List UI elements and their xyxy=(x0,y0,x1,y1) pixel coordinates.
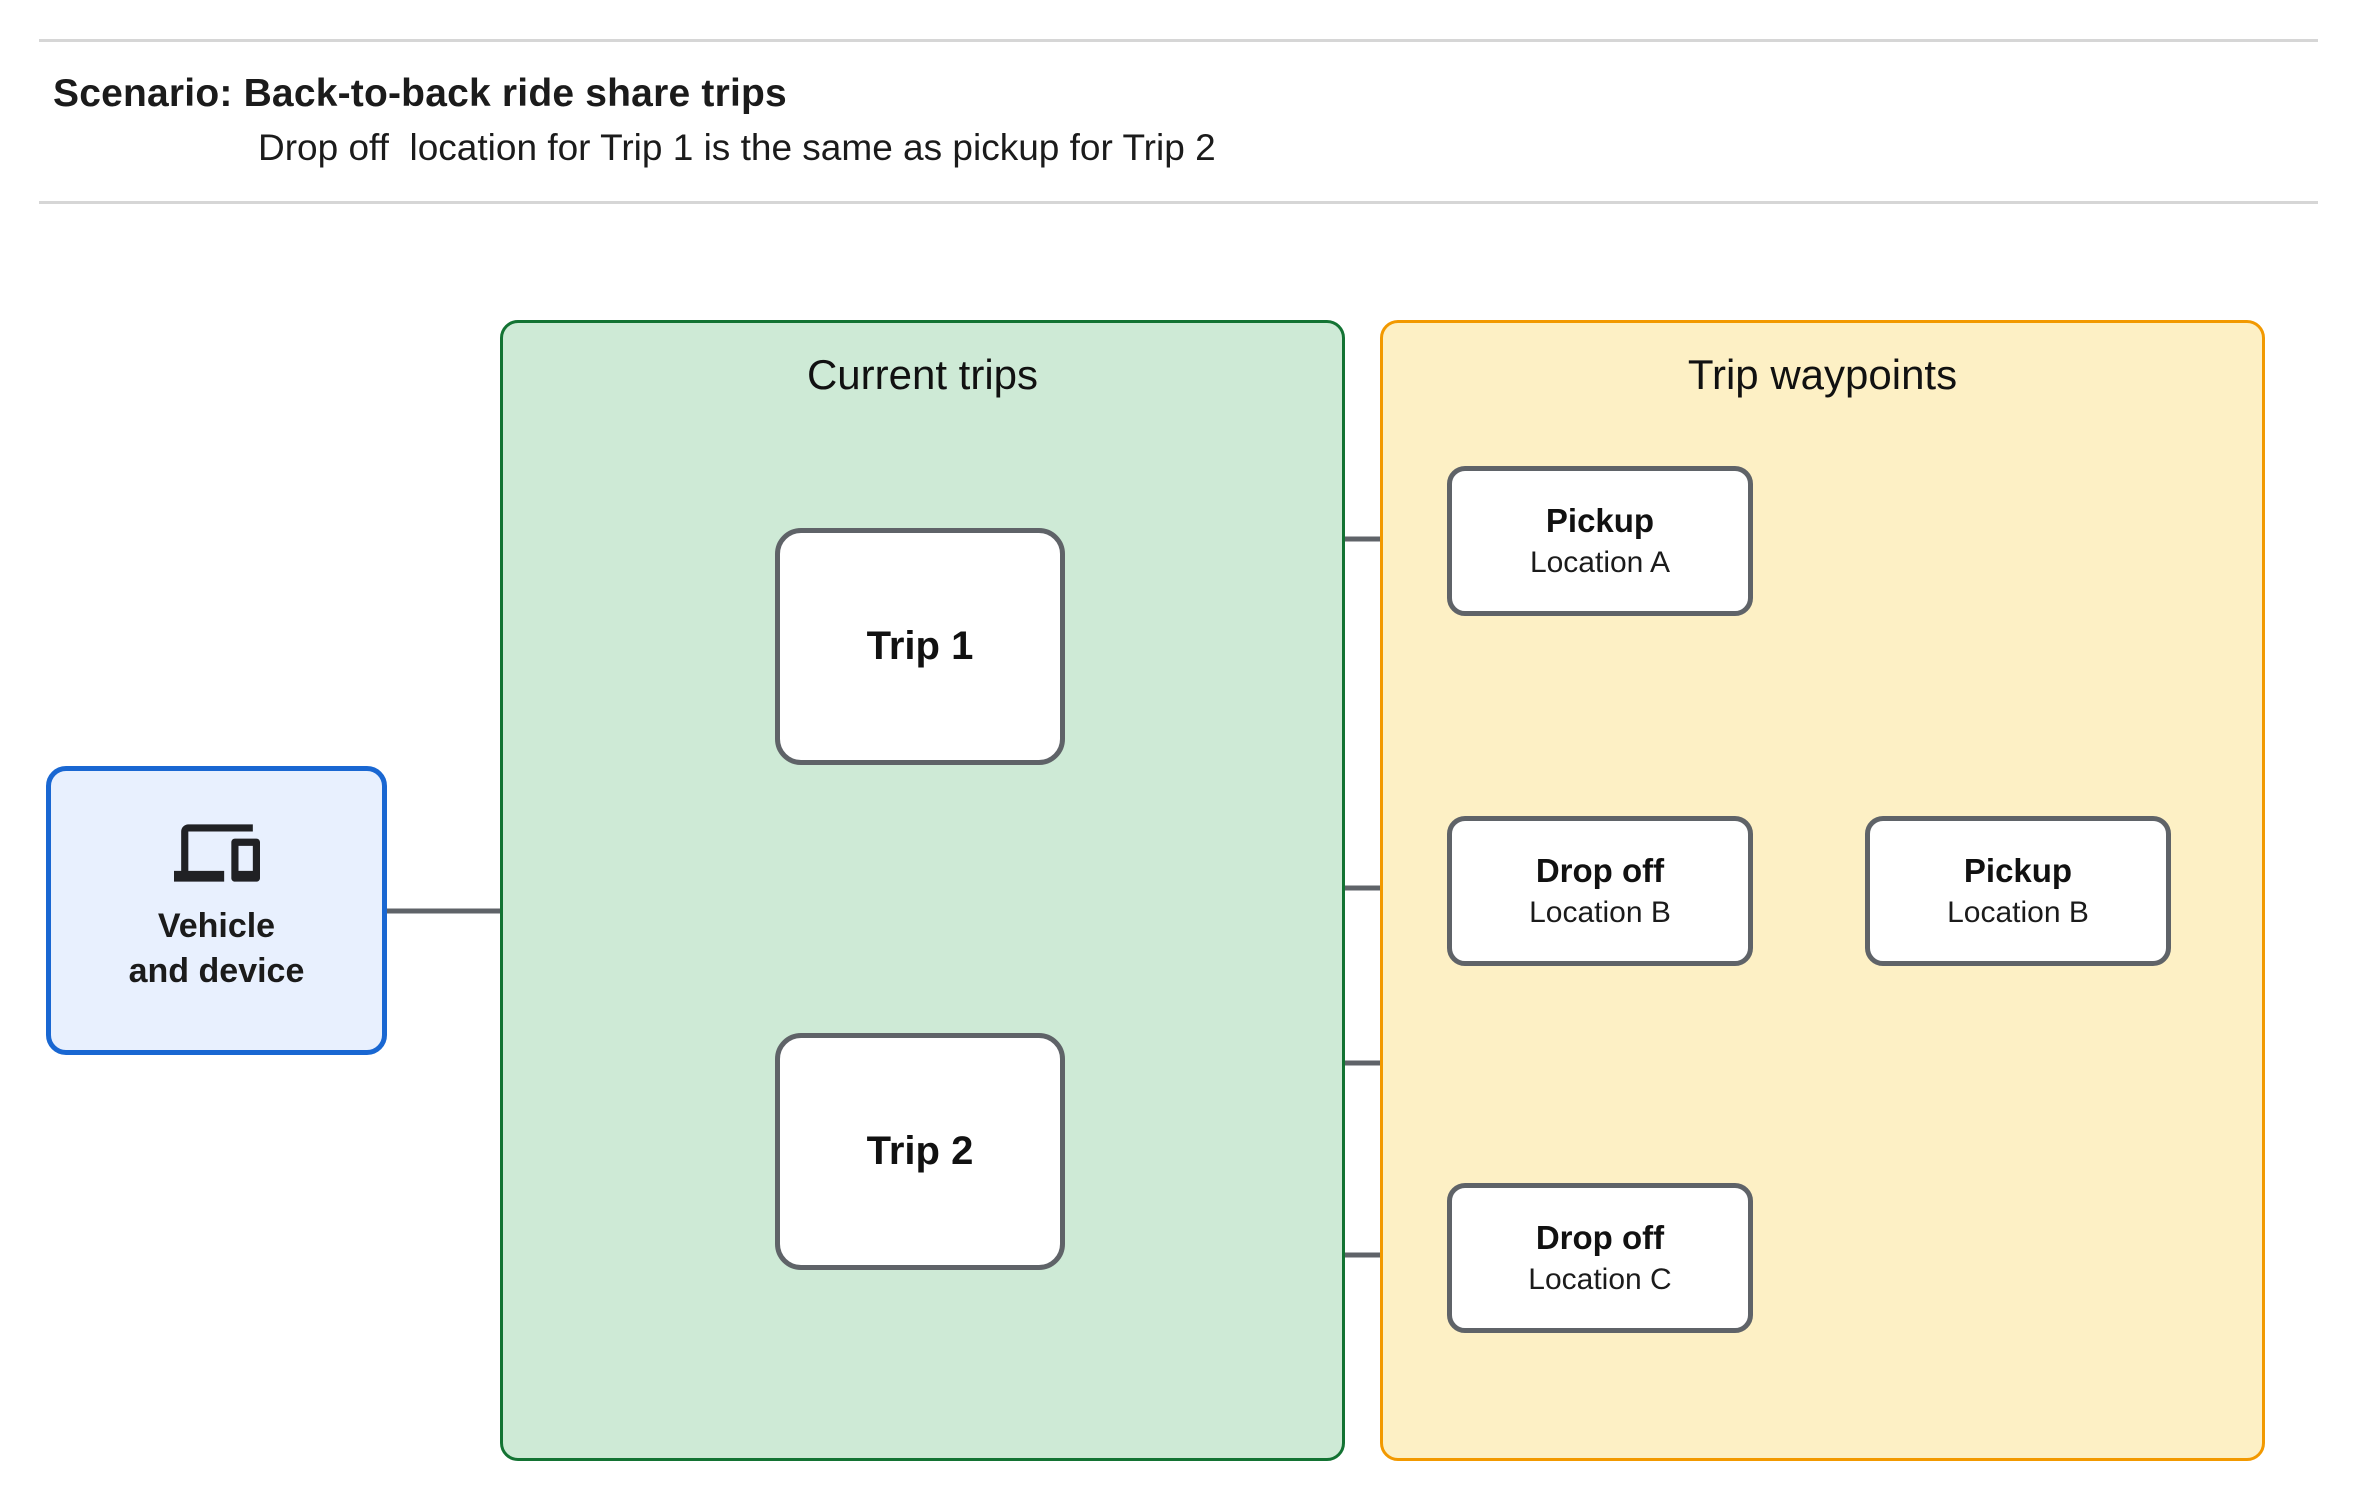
page-subtitle: Drop off location for Trip 1 is the same… xyxy=(258,127,1216,168)
trip1-label: Trip 1 xyxy=(866,624,974,668)
waypoint-title: Drop off xyxy=(1535,852,1665,889)
trip2-node: Trip 2 xyxy=(775,1033,1065,1270)
waypoint-location: Location B xyxy=(1529,896,1671,929)
top-divider xyxy=(39,39,2318,42)
waypoint-location: Location C xyxy=(1528,1263,1672,1296)
trip2-label: Trip 2 xyxy=(866,1129,974,1173)
devices-icon xyxy=(173,824,260,882)
current-trips-group: Current trips Trip 1 Trip 2 xyxy=(500,320,1345,1461)
waypoint-pickup-location-b: Pickup Location B xyxy=(1865,816,2171,966)
header-divider xyxy=(39,201,2318,204)
waypoint-dropoff-location-b: Drop off Location B xyxy=(1447,816,1753,966)
current-trips-label: Current trips xyxy=(806,351,1039,398)
waypoint-pickup-location-a: Pickup Location A xyxy=(1447,466,1753,616)
waypoint-title: Drop off xyxy=(1535,1219,1665,1256)
waypoint-dropoff-location-c: Drop off Location C xyxy=(1447,1183,1753,1333)
page-title: Scenario: Back-to-back ride share trips xyxy=(53,72,787,115)
waypoint-title: Pickup xyxy=(1963,852,2073,889)
trip-waypoints-group: Trip waypoints Pickup Location A Drop of… xyxy=(1380,320,2265,1461)
trip-waypoints-label: Trip waypoints xyxy=(1687,351,1958,398)
waypoint-location: Location B xyxy=(1947,896,2089,929)
waypoint-title: Pickup xyxy=(1545,502,1655,539)
vehicle-and-device-node: Vehicle and device xyxy=(46,766,387,1055)
vehicle-node-label: Vehicle and device xyxy=(129,904,305,994)
waypoint-location: Location A xyxy=(1529,546,1671,579)
vehicle-label-line1: Vehicle xyxy=(157,907,276,945)
vehicle-label-line2: and device xyxy=(128,952,305,990)
trip1-node: Trip 1 xyxy=(775,528,1065,765)
